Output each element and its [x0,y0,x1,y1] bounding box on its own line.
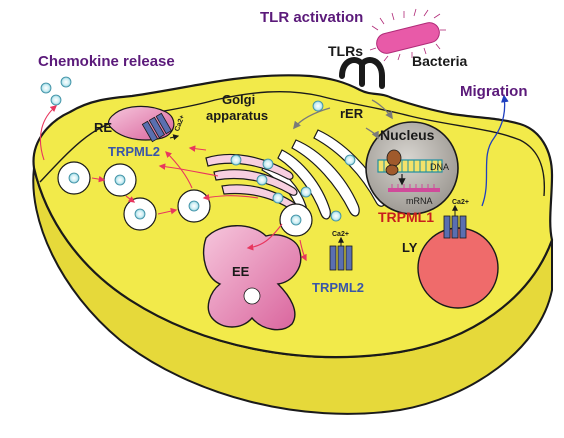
rer-label: rER [340,106,364,121]
rna-polymerase-icon [386,149,402,167]
trpml1-label: TRPML1 [378,209,434,225]
ly-label: LY [402,240,418,255]
ca-ly-label: Ca2+ [452,199,469,206]
tlr-activation-label: TLR activation [260,9,363,26]
migration-arrow [481,94,509,207]
migration-label: Migration [460,83,528,100]
trpml2-channel-re [141,112,172,143]
mrna-strand [388,184,440,192]
golgi-label: Golgi [222,92,255,107]
ca-arrow-re [169,134,180,141]
dna-label: DNA [430,162,449,172]
apparatus-label: apparatus [206,108,268,123]
re-label: RE [94,120,112,135]
tlr-receptor-icon [339,57,385,89]
ca-ee-label: Ca2+ [332,231,349,238]
bacteria-label: Bacteria [412,53,467,69]
dna-helix [377,149,443,176]
nucleus-label: Nucleus [380,127,435,143]
er-arrows [293,99,393,140]
bacteria-icon [369,8,446,62]
trpml2-re-label: TRPML2 [108,144,160,159]
lysosome [417,227,499,309]
chemokine-release-label: Chemokine release [38,53,175,70]
trpml2-ee-label: TRPML2 [312,280,364,295]
vesicle-cores [68,172,302,226]
trafficking-arrows [39,105,307,262]
ee-label: EE [232,264,250,279]
early-endosome [202,225,302,331]
chemokine-vesicles [40,76,356,222]
ee-inner-vesicle [243,287,261,305]
mrna-label: mRNA [406,196,433,206]
trpml1-channel [443,215,467,239]
tlrs-label: TLRs [328,43,363,59]
trpml2-channel-ee [329,245,353,271]
